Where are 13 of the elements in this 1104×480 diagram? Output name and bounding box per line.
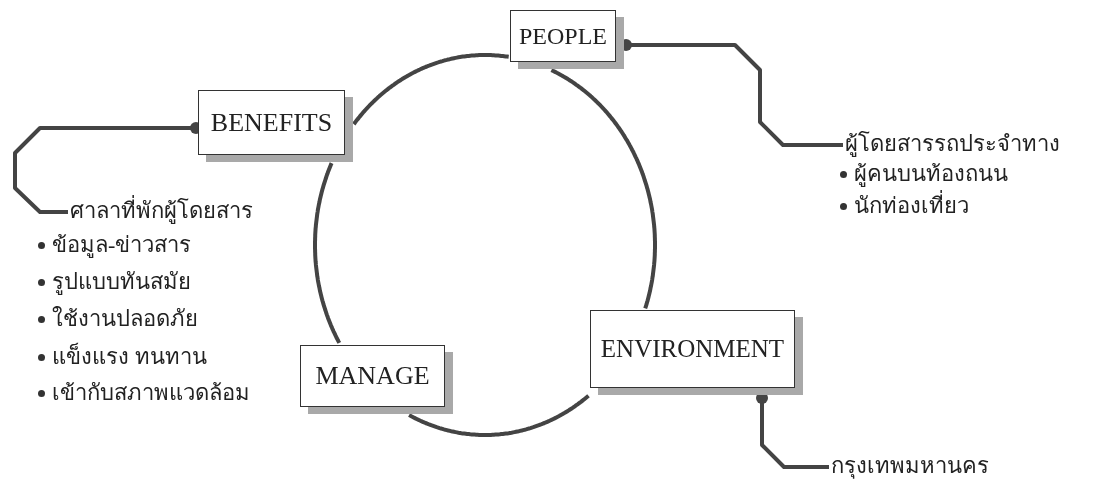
leader-line xyxy=(756,392,829,469)
ring-arc xyxy=(352,53,510,126)
ring-arc xyxy=(313,162,342,344)
list-item: แข็งแรง ทนทาน xyxy=(52,344,207,371)
leader-text: กรุงเทพมหานคร xyxy=(831,453,989,480)
list-item: เข้ากับสภาพแวดล้อม xyxy=(52,380,250,407)
list-item: ข้อมูล-ข่าวสาร xyxy=(52,232,192,259)
ring-arc xyxy=(550,68,657,309)
list-item: ใช้งานปลอดภัย xyxy=(52,306,198,333)
list-item: รูปแบบทันสมัย xyxy=(52,269,191,296)
leader-text: ผู้โดยสารรถประจำทาง xyxy=(845,131,1060,158)
list-item: ผู้คนบนท้องถนน xyxy=(854,161,1008,188)
ring-arc xyxy=(408,394,590,437)
